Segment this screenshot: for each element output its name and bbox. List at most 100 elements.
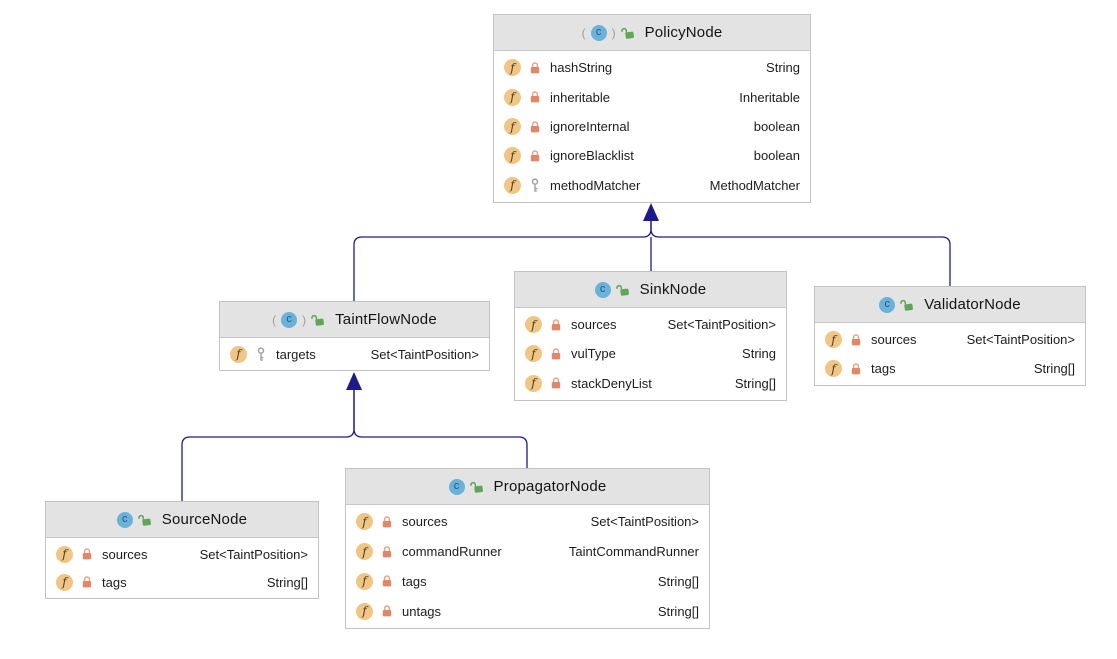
class-icon: c bbox=[116, 511, 133, 528]
fields-section: f sources Set<TaintPosition> f tags Stri… bbox=[815, 323, 1085, 385]
field-icon: f bbox=[356, 543, 373, 561]
class-title: TaintFlowNode bbox=[335, 311, 437, 328]
field-row-sources[interactable]: f sources Set<TaintPosition> bbox=[515, 310, 786, 339]
private-lock-icon bbox=[80, 575, 93, 589]
class-box-validatornode[interactable]: c ValidatorNode f sources Set<TaintPosit… bbox=[814, 286, 1086, 386]
field-icon: f bbox=[56, 545, 73, 563]
class-title: SinkNode bbox=[639, 281, 707, 298]
private-lock-icon bbox=[849, 362, 862, 376]
field-row-untags[interactable]: f untags String[] bbox=[346, 596, 709, 626]
abstract-marker-icon: ) bbox=[302, 312, 307, 327]
field-name: targets bbox=[276, 346, 316, 362]
field-icon: f bbox=[504, 147, 521, 165]
field-name: sources bbox=[102, 546, 148, 562]
field-icon: f bbox=[504, 59, 521, 77]
public-open-lock-icon bbox=[311, 313, 325, 327]
class-box-sourcenode[interactable]: c SourceNode f sources Set<TaintPosition… bbox=[45, 501, 319, 599]
field-row-commandrunner[interactable]: f commandRunner TaintCommandRunner bbox=[346, 537, 709, 567]
field-row-stackdenylist[interactable]: f stackDenyList String[] bbox=[515, 369, 786, 398]
public-open-lock-icon bbox=[469, 480, 484, 494]
class-box-policynode[interactable]: (c) PolicyNode f hashString String f inh… bbox=[493, 14, 811, 203]
field-row-vultype[interactable]: f vulType String bbox=[515, 339, 786, 368]
field-icon: f bbox=[504, 118, 521, 136]
field-name: tags bbox=[402, 573, 427, 589]
field-type: String[] bbox=[266, 574, 308, 590]
class-icon: c bbox=[594, 281, 611, 298]
field-type: String[] bbox=[657, 603, 699, 619]
field-name: sources bbox=[871, 332, 917, 347]
field-row-methodmatcher[interactable]: f methodMatcher MethodMatcher bbox=[494, 171, 810, 200]
private-lock-icon bbox=[380, 574, 393, 588]
field-icon: f bbox=[356, 572, 373, 590]
field-row-ignoreblacklist[interactable]: f ignoreBlacklist boolean bbox=[494, 141, 810, 170]
field-row-tags[interactable]: f tags String[] bbox=[815, 354, 1085, 383]
class-header[interactable]: (c) PolicyNode bbox=[494, 15, 810, 51]
class-box-sinknode[interactable]: c SinkNode f sources Set<TaintPosition> … bbox=[514, 271, 787, 401]
field-icon: f bbox=[230, 345, 247, 363]
class-header[interactable]: c SourceNode bbox=[46, 502, 318, 538]
class-box-taintflownode[interactable]: (c) TaintFlowNode f targets Set<TaintPos… bbox=[219, 301, 490, 371]
public-open-lock-icon bbox=[615, 283, 630, 297]
field-icon: f bbox=[504, 88, 521, 106]
field-row-hashstring[interactable]: f hashString String bbox=[494, 53, 810, 82]
private-lock-icon bbox=[549, 376, 562, 390]
field-row-ignoreinternal[interactable]: f ignoreInternal boolean bbox=[494, 112, 810, 141]
private-lock-icon bbox=[849, 333, 862, 347]
field-name: vulType bbox=[571, 346, 616, 362]
class-header[interactable]: c SinkNode bbox=[515, 272, 786, 308]
field-name: stackDenyList bbox=[571, 375, 652, 391]
field-type: Set<TaintPosition> bbox=[966, 332, 1075, 347]
class-box-propagatornode[interactable]: c PropagatorNode f sources Set<TaintPosi… bbox=[345, 468, 710, 629]
field-type: boolean bbox=[753, 119, 800, 135]
package-key-icon bbox=[528, 178, 541, 193]
private-lock-icon bbox=[380, 515, 393, 529]
field-row-targets[interactable]: f targets Set<TaintPosition> bbox=[220, 340, 489, 368]
private-lock-icon bbox=[80, 547, 93, 561]
private-lock-icon bbox=[528, 149, 541, 163]
class-header[interactable]: c ValidatorNode bbox=[815, 287, 1085, 323]
field-row-sources[interactable]: f sources Set<TaintPosition> bbox=[815, 325, 1085, 354]
field-icon: f bbox=[56, 573, 73, 591]
arrowhead-to-policynode bbox=[643, 203, 659, 221]
class-header[interactable]: (c) TaintFlowNode bbox=[220, 302, 489, 338]
arrowhead-to-taintflownode bbox=[346, 372, 362, 390]
class-header[interactable]: c PropagatorNode bbox=[346, 469, 709, 505]
field-name: commandRunner bbox=[402, 544, 502, 560]
private-lock-icon bbox=[380, 604, 393, 618]
private-lock-icon bbox=[549, 318, 562, 332]
field-type: MethodMatcher bbox=[709, 177, 800, 193]
abstract-marker-icon: ( bbox=[272, 312, 277, 327]
field-type: Set<TaintPosition> bbox=[199, 546, 308, 562]
private-lock-icon bbox=[528, 90, 541, 104]
field-name: inheritable bbox=[550, 89, 610, 105]
field-row-tags[interactable]: f tags String[] bbox=[46, 568, 318, 596]
field-name: tags bbox=[102, 574, 127, 590]
abstract-marker-icon: ( bbox=[581, 25, 586, 40]
field-row-tags[interactable]: f tags String[] bbox=[346, 567, 709, 597]
field-name: tags bbox=[871, 361, 896, 376]
edge-sourcenode-taintflownode bbox=[181, 390, 355, 501]
field-type: String bbox=[766, 60, 800, 76]
field-type: Set<TaintPosition> bbox=[667, 317, 776, 333]
field-type: TaintCommandRunner bbox=[568, 544, 699, 560]
field-row-sources[interactable]: f sources Set<TaintPosition> bbox=[346, 507, 709, 537]
field-icon: f bbox=[525, 316, 542, 334]
field-row-sources[interactable]: f sources Set<TaintPosition> bbox=[46, 540, 318, 568]
class-title: ValidatorNode bbox=[924, 296, 1021, 313]
field-type: Set<TaintPosition> bbox=[590, 514, 699, 530]
public-open-lock-icon bbox=[620, 26, 635, 40]
field-type: boolean bbox=[753, 148, 800, 164]
field-icon: f bbox=[825, 360, 842, 377]
field-icon: f bbox=[504, 176, 521, 194]
field-type: String[] bbox=[1033, 361, 1075, 376]
class-title: PolicyNode bbox=[644, 24, 723, 41]
field-name: hashString bbox=[550, 60, 613, 76]
field-row-inheritable[interactable]: f inheritable Inheritable bbox=[494, 82, 810, 111]
field-name: ignoreInternal bbox=[550, 119, 630, 135]
edge-propagatornode-taintflownode bbox=[353, 390, 528, 469]
class-title: SourceNode bbox=[161, 511, 248, 528]
field-icon: f bbox=[525, 374, 542, 392]
field-icon: f bbox=[356, 602, 373, 620]
